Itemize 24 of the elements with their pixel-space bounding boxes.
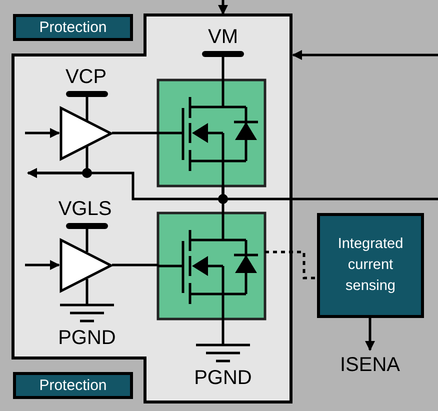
gate-driver-symbol — [60, 239, 112, 292]
pin-label: PGND — [193, 367, 253, 390]
arrow — [25, 128, 60, 138]
arrow — [292, 50, 438, 60]
current-sensing-block: Integrated current sensing — [317, 213, 424, 318]
pin-label: VGLS — [57, 198, 113, 221]
pin-label: PGND — [57, 327, 117, 350]
protection-badge: Protection — [13, 372, 133, 399]
arrow — [218, 0, 228, 15]
wire — [222, 186, 438, 200]
protection-badge: Protection — [13, 14, 133, 41]
pin-label: ISENA — [330, 352, 410, 378]
transistor-block — [158, 80, 265, 186]
transistor-block — [158, 213, 265, 319]
wire — [112, 264, 158, 266]
gate-driver-symbol — [60, 107, 112, 160]
wire — [112, 132, 158, 134]
arrow — [365, 318, 375, 351]
pin-label: VCP — [64, 66, 108, 89]
dashed-connector — [265, 250, 317, 280]
driver-panel — [13, 15, 291, 402]
arrow — [25, 260, 60, 270]
arrow — [27, 146, 88, 178]
pin-label: VM — [207, 26, 239, 49]
